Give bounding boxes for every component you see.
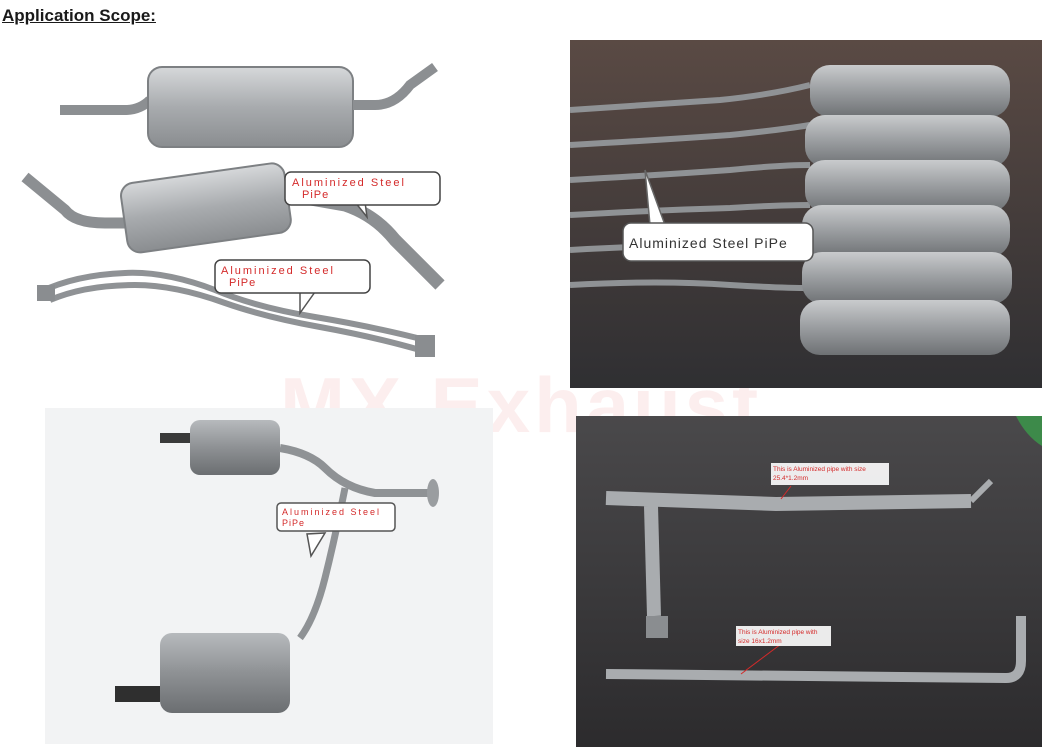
muffler-stack [800,65,1012,355]
note-pipe-size-2-line1: This is Aluminized pipe with [738,629,818,636]
callout-aluminized-3-line1: Aluminized Steel [282,507,381,517]
photo-top-left: Aluminized Steel PiPe Aluminized Steel P… [15,55,455,385]
callout-aluminized-3-line2: PiPe [282,518,305,528]
callout-aluminized-1-line1: Aluminized Steel [292,177,406,189]
note-pipe-size-2-line2: size 16x1.2mm [738,638,782,645]
burner-pipes-image: This is Aluminized pipe with size 25.4*1… [576,416,1042,747]
photo-top-right: Aluminized Steel PiPe [570,40,1042,388]
note-pipe-size-1-line1: This is Aluminized pipe with size [773,466,866,473]
callout-aluminized-steel-pipe: Aluminized Steel PiPe [629,235,788,251]
exhaust-assemblies-image: Aluminized Steel PiPe Aluminized Steel P… [21,62,445,357]
note-pipe-size-1-line2: 25.4*1.2mm [773,475,808,482]
callout-aluminized-2-line1: Aluminized Steel [221,265,335,277]
photo-bottom-right: This is Aluminized pipe with size 25.4*1… [576,416,1042,747]
page-heading: Application Scope: [2,6,156,25]
muffler-system-image: Aluminized Steel PiPe [45,408,493,744]
photo-bottom-left: Aluminized Steel PiPe [45,408,493,744]
callout-aluminized-1-line2: PiPe [302,189,329,201]
callout-aluminized-2-line2: PiPe [229,277,256,289]
muffler-stack-image: Aluminized Steel PiPe [570,40,1042,388]
